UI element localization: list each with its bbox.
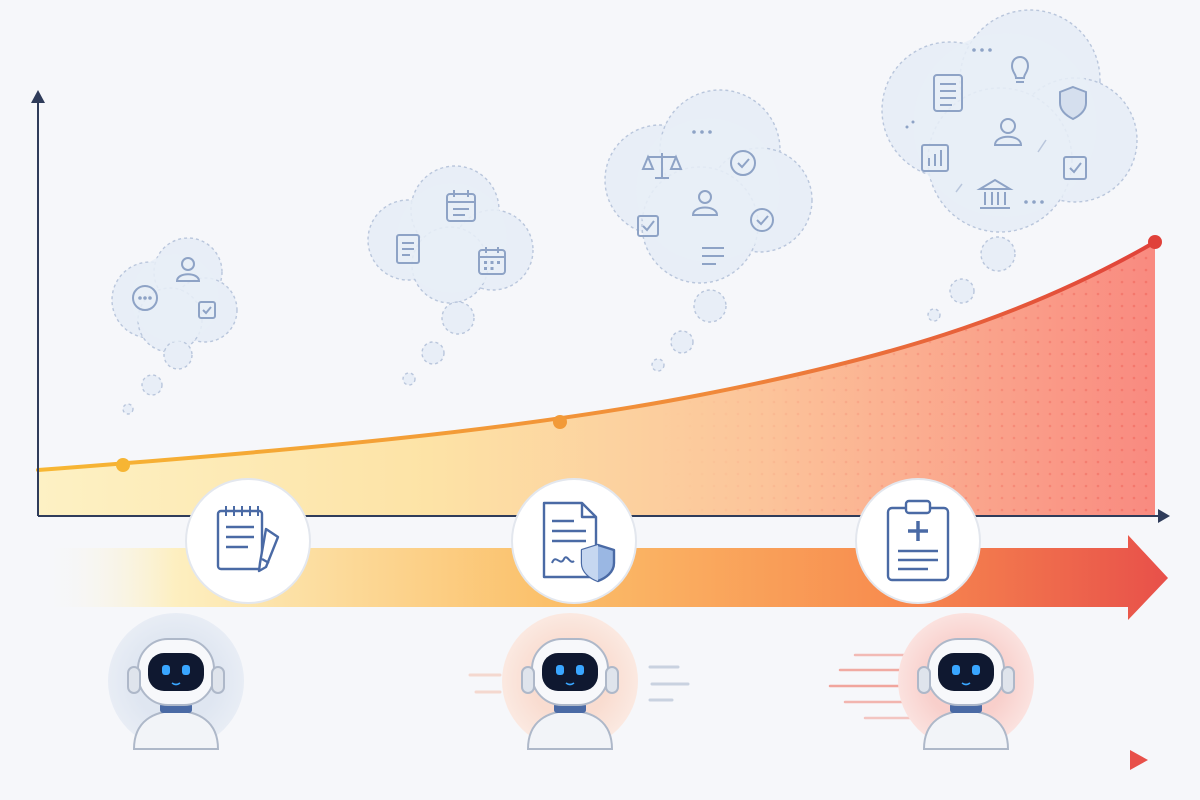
scales-icon bbox=[641, 153, 683, 179]
dash-decoration bbox=[955, 183, 963, 193]
curve-point-1 bbox=[116, 458, 130, 472]
calendar-icon bbox=[446, 190, 476, 222]
speed-lines bbox=[828, 653, 912, 720]
check-circle-icon bbox=[730, 150, 756, 176]
bar-chart-icon bbox=[921, 144, 949, 172]
medical-clipboard-icon bbox=[886, 499, 950, 582]
checkbox-icon bbox=[198, 301, 216, 319]
curve-point-3 bbox=[1148, 235, 1162, 249]
growth-curve bbox=[36, 240, 1157, 472]
milestone-1 bbox=[185, 478, 311, 604]
ellipsis-icon bbox=[1024, 200, 1044, 204]
calendar-grid-icon bbox=[478, 247, 506, 275]
notepad-pencil-icon bbox=[216, 506, 280, 573]
ellipsis-icon bbox=[972, 48, 992, 52]
user-icon bbox=[691, 190, 719, 216]
dash-decoration bbox=[1037, 139, 1047, 153]
signed-document-shield-icon bbox=[542, 501, 616, 583]
thought-bubble-4-fill bbox=[913, 33, 1097, 217]
more-dots-icon bbox=[132, 285, 158, 311]
check-circle-icon bbox=[750, 208, 774, 232]
robot-1 bbox=[108, 613, 244, 750]
user-icon bbox=[993, 118, 1023, 146]
shield-icon bbox=[1059, 85, 1087, 121]
motion-lines bbox=[468, 665, 690, 702]
checkbox-icon bbox=[1063, 156, 1087, 180]
checkbox-icon bbox=[637, 215, 659, 237]
y-axis bbox=[31, 90, 45, 516]
robot-3 bbox=[828, 613, 1034, 750]
thought-bubble-3-fill bbox=[636, 118, 780, 262]
dots-decoration bbox=[905, 120, 915, 129]
lightbulb-icon bbox=[1010, 56, 1030, 83]
institution-icon bbox=[976, 178, 1014, 209]
ellipsis-icon bbox=[692, 130, 712, 134]
user-icon bbox=[175, 257, 201, 282]
text-lines-icon bbox=[702, 247, 724, 265]
milestone-2 bbox=[511, 478, 637, 604]
milestone-3 bbox=[855, 478, 981, 604]
document-icon bbox=[396, 234, 420, 264]
curve-point-2 bbox=[553, 415, 567, 429]
robot-2 bbox=[468, 613, 690, 750]
timeline-arrow bbox=[45, 750, 1148, 770]
thought-bubble-2-fill bbox=[397, 183, 507, 293]
document-icon bbox=[933, 74, 963, 112]
